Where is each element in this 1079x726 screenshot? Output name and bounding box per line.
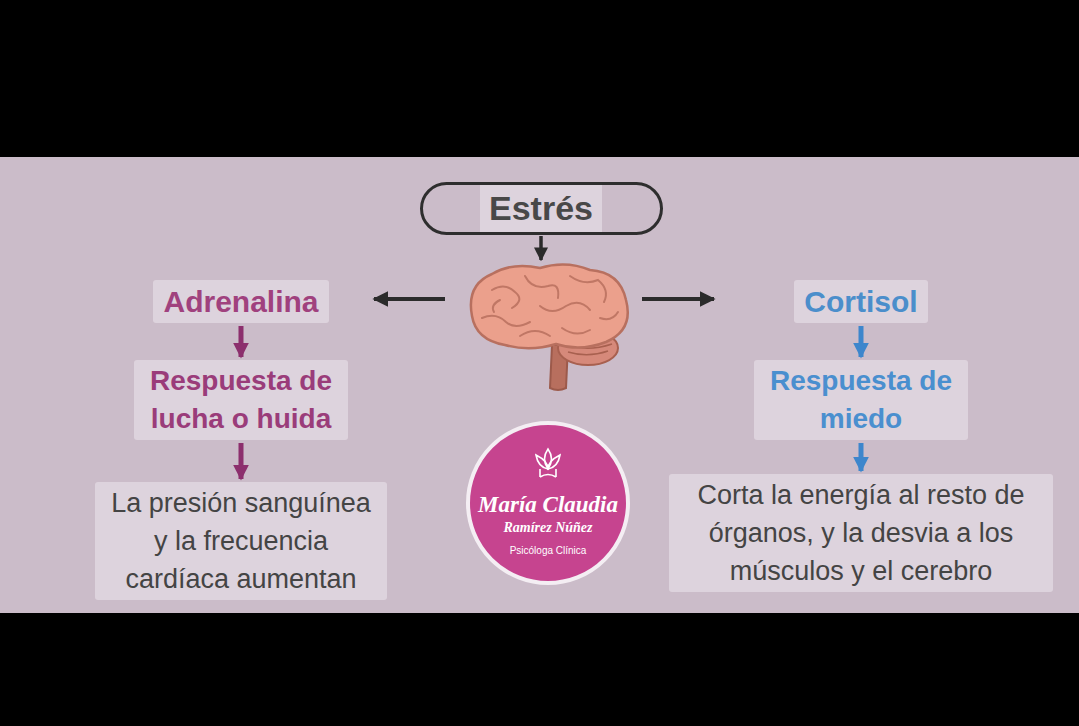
flow-arrow: [238, 326, 243, 357]
stress-arrow: [541, 236, 542, 260]
response-box: Respuesta de miedo: [754, 360, 968, 440]
hormone-box: Adrenalina: [153, 280, 328, 323]
brain-illustration: [471, 264, 628, 390]
effect-box: Corta la energía al resto de órganos, y …: [669, 474, 1053, 592]
lotus-icon: [528, 445, 568, 479]
flow-arrow: [859, 443, 864, 471]
node-label: La presión sanguínea y la frecuencia car…: [105, 484, 377, 598]
hormone-box: Cortisol: [794, 280, 927, 323]
stress-box: Estrés: [420, 182, 663, 235]
node-label: Adrenalina: [163, 282, 318, 321]
node-label: Respuesta de lucha o huida: [144, 362, 338, 438]
effect-box: La presión sanguínea y la frecuencia car…: [95, 482, 387, 600]
bottom-bar: [0, 613, 1079, 726]
logo-circle: María ClaudiaRamírez NúñezPsicóloga Clín…: [466, 421, 630, 585]
node-label: Corta la energía al resto de órganos, y …: [679, 476, 1043, 590]
node-label: Cortisol: [804, 282, 917, 321]
flow-arrow: [239, 443, 244, 479]
node-label: Respuesta de miedo: [764, 362, 958, 438]
response-box: Respuesta de lucha o huida: [134, 360, 348, 440]
logo-name: María Claudia: [470, 491, 626, 519]
logo-profession: Psicóloga Clínica: [470, 545, 626, 557]
flow-arrow: [859, 326, 864, 357]
logo-surname: Ramírez Núñez: [470, 520, 626, 537]
top-bar: [0, 0, 1079, 157]
background-panel: [0, 157, 1079, 613]
node-label: Estrés: [480, 185, 602, 232]
